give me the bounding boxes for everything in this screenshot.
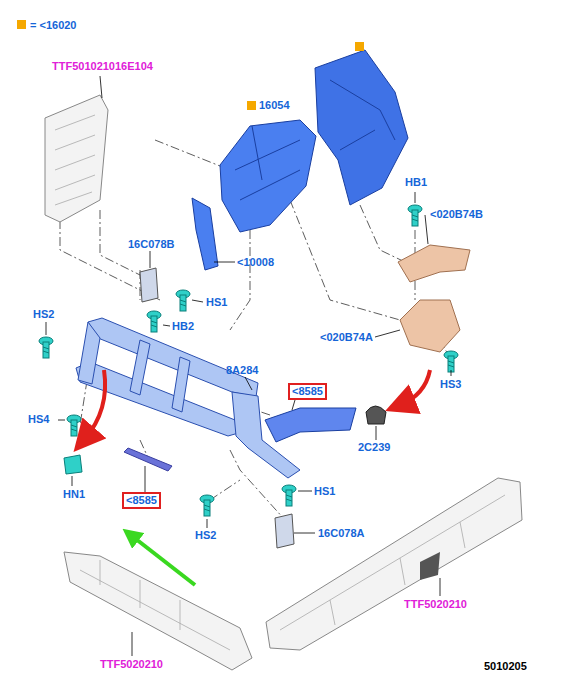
callout-number: HS2 xyxy=(33,308,54,321)
callout-number: HS3 xyxy=(440,378,461,391)
callout-number: HS2 xyxy=(195,529,216,542)
callout-number: <020B74B xyxy=(430,208,483,221)
callout-number: 16054 xyxy=(259,99,290,112)
part-reference: TTF5020210 xyxy=(100,658,163,671)
callout-number: <10008 xyxy=(237,256,274,269)
callout-number: 16C078B xyxy=(128,238,174,251)
callout-number: HS1 xyxy=(206,296,227,309)
part-reference: TTF501021016E104 xyxy=(52,60,153,73)
callout-number: HB2 xyxy=(172,320,194,333)
callout-number: 5010205 xyxy=(484,660,527,673)
callout-number: HS4 xyxy=(28,413,49,426)
part-reference: TTF5020210 xyxy=(404,598,467,611)
highlight-box: <8585 xyxy=(288,383,327,400)
legend-swatch xyxy=(17,20,26,29)
callout-number: 2C239 xyxy=(358,441,390,454)
callout-number: <8585 xyxy=(126,494,157,507)
callout-number: <8585 xyxy=(292,385,323,398)
callout-number: <020B74A xyxy=(320,331,373,344)
callout-number: HS1 xyxy=(314,485,335,498)
callout-number: 16C078A xyxy=(318,527,364,540)
callout-number: HB1 xyxy=(405,176,427,189)
highlight-box: <8585 xyxy=(122,492,161,509)
callout-number: 8A284 xyxy=(226,364,258,377)
legend-text: = <16020 xyxy=(30,19,77,32)
callout-number: HN1 xyxy=(63,488,85,501)
